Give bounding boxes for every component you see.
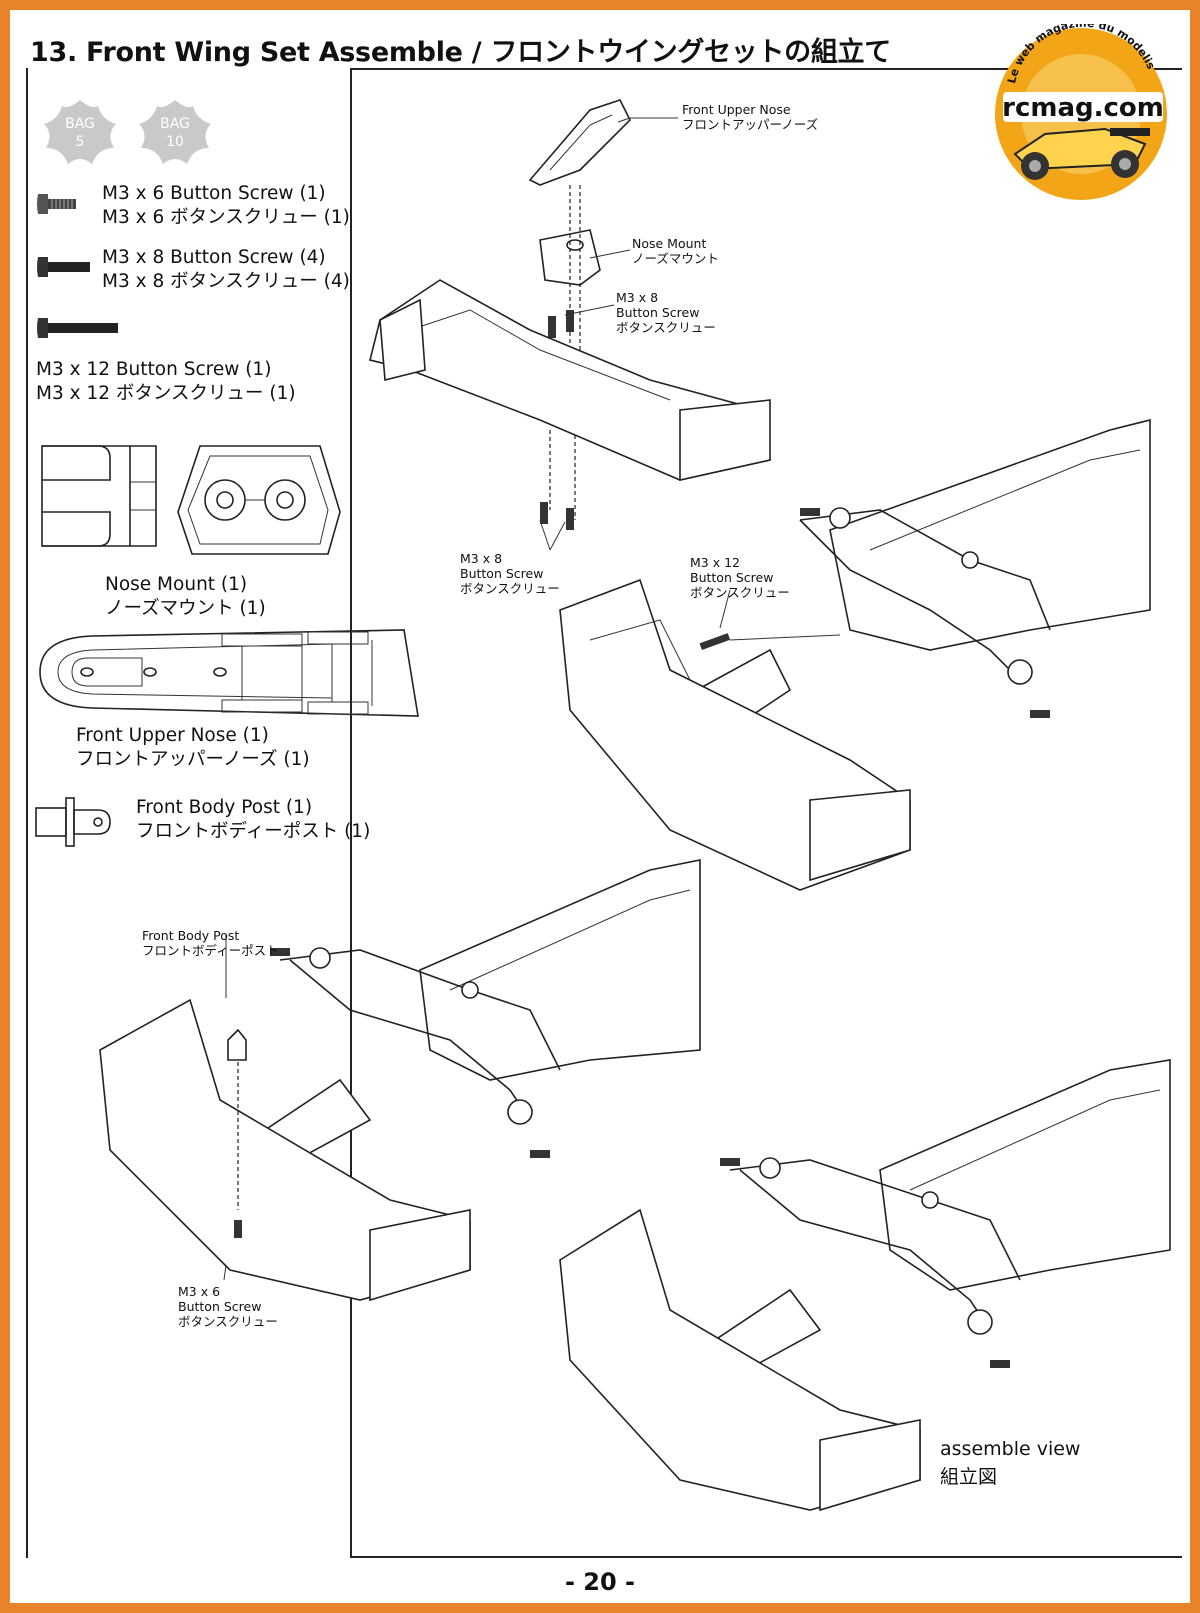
callout-m3x6-2: Button Screw — [178, 1299, 262, 1314]
callout-m3x12-1: M3 x 12 — [690, 555, 740, 570]
front-upper-nose-drawing — [39, 629, 419, 717]
callout-m3x6-1: M3 x 6 — [178, 1284, 221, 1299]
callout-body-post-jp: フロントボディーポスト — [142, 943, 279, 958]
bag-5-number: 5 — [76, 134, 85, 150]
callout-m3x8-top-3: ボタンスクリュー — [616, 320, 716, 335]
parts-m3x6-jp: M3 x 6 ボタンスクリュー (1) — [102, 207, 350, 228]
callout-m3x6-3: ボタンスクリュー — [178, 1314, 278, 1329]
callout-body-post-en: Front Body Post — [142, 928, 240, 943]
callout-m3x8-bottom-1: M3 x 8 — [460, 551, 503, 566]
parts-body-post-jp: フロントボディーポスト (1) — [136, 821, 371, 842]
parts-m3x6-en: M3 x 6 Button Screw (1) — [102, 183, 326, 204]
assemble-view-drawing — [559, 1059, 1171, 1512]
parts-upper-nose-jp: フロントアッパーノーズ (1) — [76, 749, 310, 770]
page-title-jp: フロントウイングセットの組立て — [490, 37, 891, 68]
logo-site-text: rcmag.com — [1002, 93, 1164, 123]
parts-m3x8-en: M3 x 8 Button Screw (4) — [102, 247, 326, 268]
diagram-frame — [350, 68, 1182, 1558]
callout-m3x8-bottom-2: Button Screw — [460, 566, 544, 581]
m3x6-screw-icon — [37, 194, 76, 214]
m3x12-screw-icon — [37, 318, 118, 338]
bag-10-number: 10 — [166, 134, 184, 150]
manual-page: 13. Front Wing Set Assemble / フロントウイングセッ… — [10, 10, 1190, 1603]
bag-5-word: BAG — [65, 116, 95, 132]
callout-m3x8-top-2: Button Screw — [616, 305, 700, 320]
exploded-view-drawing — [369, 99, 771, 530]
callout-upper-nose-jp: フロントアッパーノーズ — [682, 117, 819, 132]
nose-mount-side-drawing — [41, 445, 157, 547]
bag-5-badge: BAG 5 — [40, 98, 120, 168]
step3-body-post-drawing — [99, 859, 701, 1302]
step2-chassis-drawing — [559, 418, 1151, 891]
callout-m3x12-3: ボタンスクリュー — [690, 585, 790, 600]
callout-m3x8-bottom-3: ボタンスクリュー — [460, 581, 560, 596]
callout-nose-mount-jp: ノーズマウント — [632, 251, 719, 266]
callout-m3x12-2: Button Screw — [690, 570, 774, 585]
parts-m3x12-en: M3 x 12 Button Screw (1) — [36, 359, 272, 380]
page-title: 13. Front Wing Set Assemble / フロントウイングセッ… — [30, 30, 891, 69]
callout-m3x8-top-1: M3 x 8 — [616, 290, 659, 305]
assemble-view-jp: 組立図 — [940, 1466, 998, 1488]
parts-upper-nose-en: Front Upper Nose (1) — [76, 725, 269, 746]
parts-nose-mount-en: Nose Mount (1) — [105, 574, 248, 595]
parts-m3x8-jp: M3 x 8 ボタンスクリュー (4) — [102, 271, 350, 292]
m3x8-screw-icon — [37, 257, 90, 277]
front-body-post-drawing — [35, 797, 111, 847]
left-divider — [26, 68, 28, 1558]
parts-body-post-en: Front Body Post (1) — [136, 797, 313, 818]
page-title-en: 13. Front Wing Set Assemble / — [30, 37, 491, 68]
rcmag-logo: rcmag.com Le web magazine du modelisme — [979, 14, 1177, 204]
assemble-view-en: assemble view — [940, 1438, 1081, 1460]
callout-nose-mount-en: Nose Mount — [632, 236, 707, 251]
bag-10-badge: BAG 10 — [135, 98, 215, 168]
parts-nose-mount-jp: ノーズマウント (1) — [105, 598, 266, 619]
bag-10-word: BAG — [160, 116, 190, 132]
callout-upper-nose-en: Front Upper Nose — [682, 102, 791, 117]
nose-mount-top-drawing — [177, 445, 341, 555]
parts-m3x12-jp: M3 x 12 ボタンスクリュー (1) — [36, 383, 296, 404]
page-number: - 20 - — [564, 1568, 636, 1596]
